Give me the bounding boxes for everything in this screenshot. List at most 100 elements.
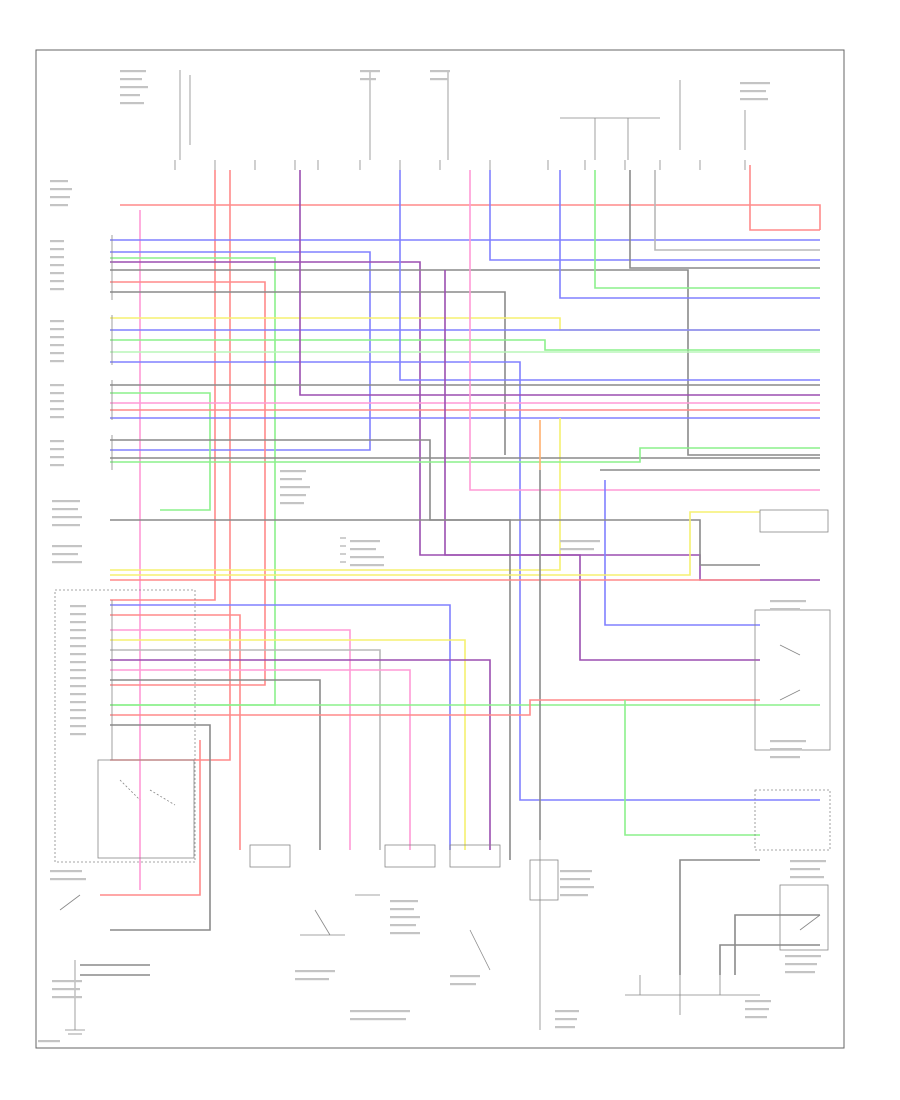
wire-yellow-38 [110, 511, 760, 576]
label-mark-29 [50, 384, 64, 387]
label-mark-86 [785, 955, 821, 958]
label-mark-80 [770, 740, 806, 743]
label-mark-0 [120, 70, 146, 73]
wire-blue-34 [399, 170, 820, 381]
label-mark-98 [390, 908, 414, 911]
center-module-box [529, 859, 559, 901]
label-mark-8 [430, 78, 448, 81]
wire-yellow-28 [110, 418, 561, 571]
label-mark-10 [740, 90, 766, 93]
right-upper-box [759, 509, 829, 533]
label-mark-100 [390, 924, 416, 927]
wire-pink-46 [110, 669, 411, 850]
wire-yellow-43 [110, 639, 466, 850]
label-mark-26 [50, 344, 64, 347]
label-mark-24 [50, 328, 64, 331]
wire-yellow-17 [110, 317, 820, 331]
label-mark-3 [120, 94, 140, 97]
label-mark-56 [70, 693, 86, 696]
wire-gray-54 [679, 859, 760, 975]
wire-gray-55 [734, 914, 820, 975]
wire-green-31 [110, 447, 820, 463]
label-mark-89 [560, 870, 592, 873]
right-bottom-box [779, 884, 829, 951]
label-mark-44 [52, 561, 82, 564]
label-mark-36 [50, 456, 64, 459]
label-mark-37 [50, 464, 64, 467]
label-mark-76 [560, 540, 600, 543]
label-mark-104 [555, 1010, 579, 1013]
label-mark-96 [350, 1018, 406, 1021]
label-mark-109 [745, 1016, 767, 1019]
label-mark-21 [50, 280, 64, 283]
label-mark-23 [50, 320, 64, 323]
wire-red-1 [749, 165, 820, 231]
label-mark-55 [70, 685, 86, 688]
label-mark-42 [52, 545, 82, 548]
wire-blue-6 [110, 251, 371, 451]
wire-ltgray-44 [110, 649, 381, 850]
label-mark-60 [70, 725, 86, 728]
label-mark-28 [50, 360, 64, 363]
label-mark-11 [740, 98, 768, 101]
label-mark-6 [360, 78, 376, 81]
label-mark-94 [295, 978, 329, 981]
label-mark-64 [52, 980, 82, 983]
label-mark-4 [120, 102, 144, 105]
label-marks [38, 70, 826, 1043]
label-mark-69 [350, 556, 384, 559]
label-mark-35 [50, 448, 64, 451]
wire-green-19 [110, 339, 820, 351]
label-mark-88 [785, 971, 815, 974]
label-mark-30 [50, 392, 64, 395]
label-mark-66 [52, 996, 82, 999]
label-mark-52 [70, 661, 86, 664]
wire-blue-21 [110, 361, 820, 801]
wire-purple-22 [299, 170, 820, 396]
left-module-outline [54, 589, 196, 863]
label-mark-47 [70, 621, 86, 624]
label-mark-9 [740, 82, 770, 85]
wire-gray-56 [719, 944, 820, 975]
label-mark-15 [50, 204, 68, 207]
label-mark-50 [70, 645, 86, 648]
label-mark-105 [555, 1018, 577, 1021]
label-mark-82 [770, 756, 800, 759]
label-mark-73 [280, 486, 310, 489]
label-mark-70 [350, 564, 384, 567]
wire-gray-15 [629, 170, 820, 269]
label-mark-93 [295, 970, 335, 973]
label-mark-106 [555, 1026, 575, 1029]
wire-green-7 [110, 257, 276, 706]
wire-green-24 [110, 392, 211, 511]
label-mark-46 [70, 613, 86, 616]
label-mark-54 [70, 677, 86, 680]
label-mark-31 [50, 400, 64, 403]
wire-blue-12 [489, 170, 820, 261]
label-mark-75 [280, 502, 304, 505]
wire-red-10 [110, 281, 266, 686]
label-mark-49 [70, 637, 86, 640]
diagram-frame [35, 49, 845, 1049]
label-mark-57 [70, 701, 86, 704]
wire-red-50 [110, 699, 760, 716]
wire-layer [80, 165, 821, 976]
label-mark-95 [350, 1010, 410, 1013]
wire-blue-13 [559, 170, 820, 299]
right-lower-box [754, 789, 831, 851]
label-mark-67 [350, 540, 380, 543]
label-mark-77 [560, 548, 594, 551]
wire-red-3 [110, 170, 216, 601]
label-mark-83 [790, 860, 826, 863]
left-switch-box [97, 759, 195, 859]
wire-red-41 [110, 614, 241, 850]
label-mark-71 [280, 470, 306, 473]
connector-layer [38, 70, 831, 1043]
wire-blue-40 [110, 604, 451, 850]
label-mark-65 [52, 988, 80, 991]
wire-pink-32 [469, 170, 820, 491]
label-mark-63 [50, 878, 86, 881]
label-mark-1 [120, 78, 142, 81]
label-mark-68 [350, 548, 376, 551]
label-mark-53 [70, 669, 86, 672]
